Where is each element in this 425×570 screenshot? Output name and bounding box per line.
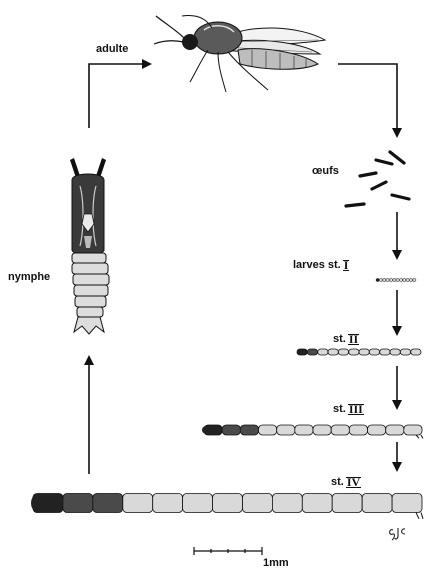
larva-head	[31, 496, 39, 511]
egg-icon	[390, 152, 404, 163]
larva-segment	[313, 425, 331, 435]
larva-segment	[376, 279, 379, 282]
larva-segment	[328, 349, 338, 355]
larva-segment	[390, 349, 400, 355]
larva-segment	[409, 279, 412, 282]
larva-stage-2-prefix: st.	[333, 333, 346, 345]
egg-icon	[372, 182, 386, 189]
larva-segment	[302, 494, 332, 513]
larva-tail	[416, 513, 423, 519]
larva-segment	[393, 279, 396, 282]
eggs-label: œufs	[312, 165, 339, 177]
larva-segment	[392, 494, 422, 513]
larva-stage-1-icon	[376, 279, 416, 282]
larva-stage-2-label: st.II	[333, 333, 359, 345]
larva-segment	[349, 425, 367, 435]
adult-midge-icon	[154, 16, 325, 93]
larva-stage-4-prefix: st.	[331, 476, 344, 488]
arrow-adult-to-eggs-icon	[338, 64, 397, 136]
larva-segment	[63, 494, 93, 513]
larva-segment	[386, 279, 389, 282]
larva-segment	[413, 279, 416, 282]
eggs-icon	[346, 152, 409, 206]
larva-segment	[213, 494, 243, 513]
larva-segment	[411, 349, 421, 355]
larva-segment	[349, 349, 359, 355]
larva-stage-1-prefix: larves st.	[293, 259, 341, 271]
larva-segment	[359, 349, 369, 355]
scale-label: 1mm	[263, 557, 289, 569]
larva-segment	[400, 349, 410, 355]
larva-segment	[307, 349, 317, 355]
larva-segment	[272, 494, 302, 513]
larva-stage-3-prefix: st.	[333, 403, 346, 415]
egg-icon	[346, 204, 364, 206]
larva-segment	[368, 425, 386, 435]
larva-segment	[396, 279, 399, 282]
larva-stage-3-numeral: III	[348, 404, 364, 415]
larva-segment	[399, 279, 402, 282]
larva-segment	[386, 425, 404, 435]
adult-label: adulte	[96, 43, 128, 55]
larva-segment	[362, 494, 392, 513]
pupa-icon	[70, 158, 109, 334]
larva-segment	[331, 425, 349, 435]
larva-segment	[153, 494, 183, 513]
egg-icon	[392, 195, 409, 199]
larva-stage-1-label: larves st.I	[293, 259, 349, 271]
larva-segment	[318, 349, 328, 355]
larva-stage-2-numeral: II	[348, 334, 359, 345]
larva-stage-4-numeral: IV	[346, 477, 361, 488]
larva-stage-3-label: st.III	[333, 403, 364, 415]
larva-segment	[277, 425, 295, 435]
larva-segment	[404, 425, 422, 435]
larva-segment	[369, 349, 379, 355]
larva-segment	[380, 349, 390, 355]
larva-segment	[406, 279, 409, 282]
larva-segment	[338, 349, 348, 355]
larva-segment	[389, 279, 392, 282]
larva-segment	[222, 425, 240, 435]
larva-stage-4-label: st.IV	[331, 476, 361, 488]
larva-segment	[332, 494, 362, 513]
arrow-nymph-to-adult-icon	[89, 64, 150, 128]
larva-segment	[240, 425, 258, 435]
scale-bar-icon	[194, 547, 262, 555]
egg-icon	[376, 160, 392, 164]
larva-segment	[383, 279, 386, 282]
egg-icon	[360, 173, 376, 176]
larva-segment	[379, 279, 382, 282]
larva-stage-3-icon	[202, 425, 423, 438]
larva-segment	[243, 494, 273, 513]
larva-segment	[297, 349, 307, 355]
larva-segment	[403, 279, 406, 282]
larva-stage-2-icon	[297, 349, 421, 355]
nymph-label: nymphe	[8, 271, 50, 283]
larva-segment	[295, 425, 313, 435]
larva-tail	[416, 435, 423, 438]
artist-signature-icon	[390, 528, 405, 540]
larva-head	[202, 426, 210, 434]
larva-segment	[123, 494, 153, 513]
larva-stage-4-icon	[31, 494, 423, 519]
larva-segment	[259, 425, 277, 435]
larva-stage-1-numeral: I	[343, 260, 350, 271]
larva-segment	[93, 494, 123, 513]
larva-segment	[183, 494, 213, 513]
